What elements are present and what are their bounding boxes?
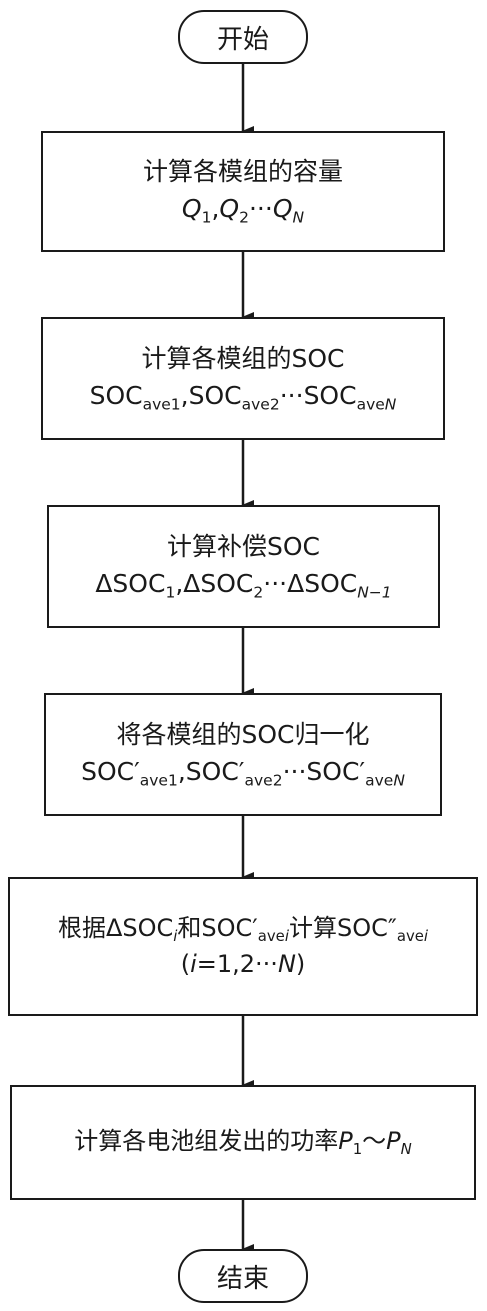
end-terminal: 结束 xyxy=(178,1249,308,1303)
end-label: 结束 xyxy=(216,1263,269,1294)
step3-title: 计算补偿SOC xyxy=(166,532,320,562)
step3-formula: ΔSOC1,ΔSOC2···ΔSOCN−1 xyxy=(95,568,392,602)
step1-box: 计算各模组的容量 Q1,Q2···QN xyxy=(41,131,445,252)
step5-box: 根据ΔSOCi和SOC′avei计算SOC″avei (i=1,2···N) xyxy=(8,877,478,1016)
step6-box: 计算各电池组发出的功率P1～PN xyxy=(10,1085,476,1200)
step6-text: 计算各电池组发出的功率P1～PN xyxy=(74,1127,412,1159)
step5-range: (i=1,2···N) xyxy=(180,950,306,979)
step1-formula: Q1,Q2···QN xyxy=(181,193,305,227)
step4-box: 将各模组的SOC归一化 SOC′ave1,SOC′ave2···SOC′aveN xyxy=(44,693,442,816)
step4-formula: SOC′ave1,SOC′ave2···SOC′aveN xyxy=(81,756,405,790)
start-label: 开始 xyxy=(216,24,269,55)
step2-formula: SOCave1,SOCave2···SOCaveN xyxy=(89,380,397,414)
step3-box: 计算补偿SOC ΔSOC1,ΔSOC2···ΔSOCN−1 xyxy=(47,505,440,628)
step4-title: 将各模组的SOC归一化 xyxy=(116,720,370,750)
start-terminal: 开始 xyxy=(178,10,308,64)
step2-box: 计算各模组的SOC SOCave1,SOCave2···SOCaveN xyxy=(41,317,445,440)
step1-title: 计算各模组的容量 xyxy=(142,157,343,187)
step5-formula: 根据ΔSOCi和SOC′avei计算SOC″avei xyxy=(57,913,429,945)
step2-title: 计算各模组的SOC xyxy=(141,344,345,374)
